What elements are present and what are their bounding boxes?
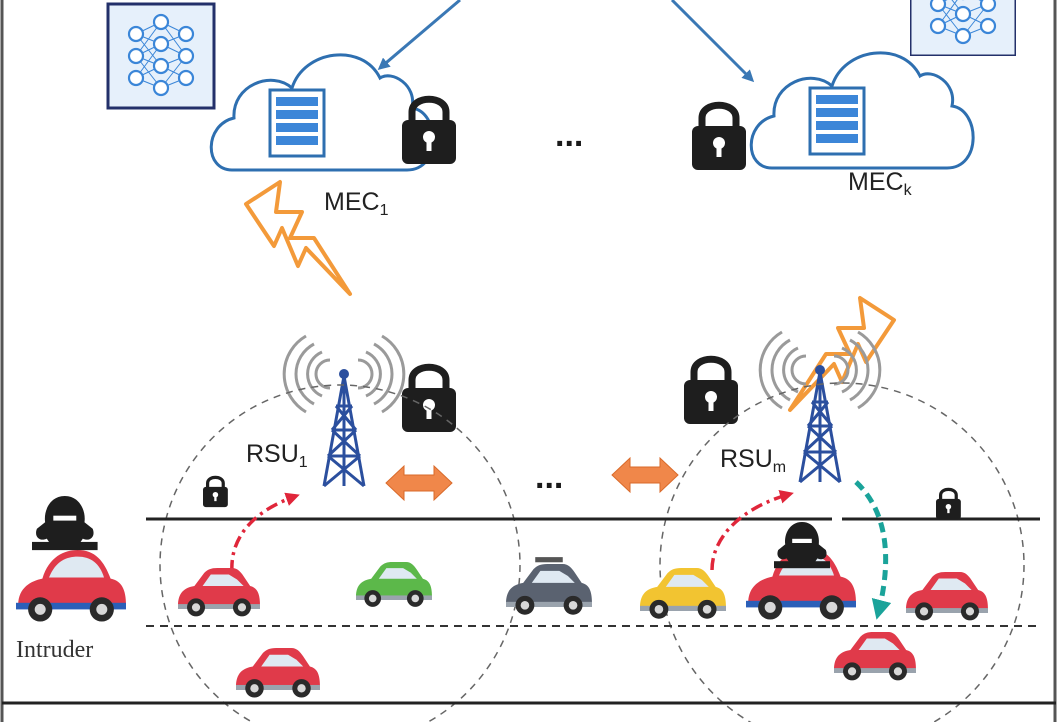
car-icon	[356, 562, 432, 607]
core-link-arrows	[377, 0, 755, 83]
car-icon	[236, 648, 320, 698]
vehicles	[16, 548, 988, 698]
intruder-label: Intruder	[16, 637, 93, 663]
rsu-left-label: RSU1	[246, 440, 308, 471]
neural-network-icon	[106, 2, 216, 110]
mec-right-label: MECk	[848, 168, 913, 199]
car-icon	[506, 557, 592, 615]
attack-path-arrow	[710, 489, 794, 571]
mec-left-label: MEC1	[324, 188, 389, 219]
car-icon	[834, 632, 916, 681]
car-icon	[178, 568, 260, 617]
mec-ellipsis: ...	[555, 116, 583, 154]
rsu-coverage-area	[659, 382, 1025, 722]
attack-path-arrow	[230, 492, 300, 573]
rsu-right-label: RSUm	[720, 445, 786, 476]
handover-path-arrow	[854, 480, 892, 620]
car-icon	[906, 572, 988, 621]
neural-network-icon	[910, 0, 1016, 56]
rsu-coverage-area	[159, 384, 521, 722]
rsu-ellipsis: ...	[535, 458, 563, 496]
car-icon	[640, 568, 726, 619]
car-icon	[16, 550, 127, 622]
